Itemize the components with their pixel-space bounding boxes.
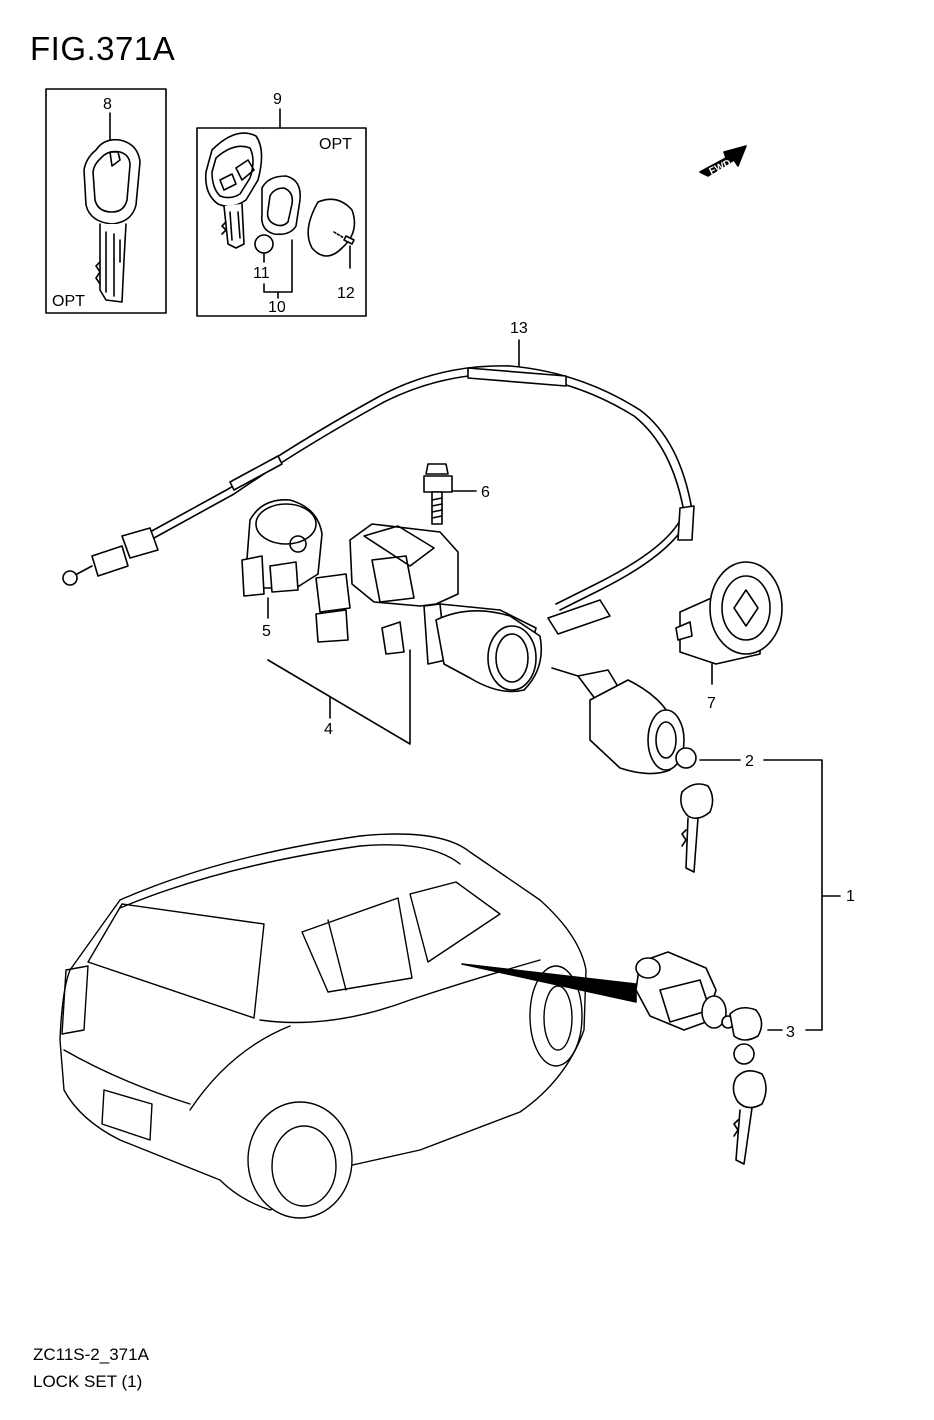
remote-case-icon bbox=[260, 175, 302, 236]
key-icon bbox=[83, 138, 141, 303]
cover-plate-icon bbox=[307, 198, 356, 257]
part-label-4: 4 bbox=[324, 721, 333, 738]
fwd-arrow-icon: FWD bbox=[699, 145, 747, 178]
part-label-13: 13 bbox=[510, 320, 528, 337]
opt-label-remote: OPT bbox=[319, 136, 352, 153]
bolt-icon bbox=[423, 463, 453, 525]
steering-lock-assembly: 6 5 4 bbox=[241, 463, 543, 745]
diagram-code: ZC11S-2_371A bbox=[33, 1345, 149, 1364]
key-box: 8 OPT bbox=[45, 88, 167, 314]
part-label-1: 1 bbox=[846, 888, 855, 905]
antenna-coil-icon bbox=[675, 561, 783, 665]
diagram-name: LOCK SET (1) bbox=[33, 1372, 143, 1391]
part-label-6: 6 bbox=[481, 484, 490, 501]
screw-icon bbox=[333, 231, 355, 245]
pointer-wedge bbox=[461, 963, 637, 1003]
fwd-label: FWD bbox=[708, 158, 733, 178]
battery-icon bbox=[254, 234, 274, 254]
part-label-11: 11 bbox=[253, 265, 270, 282]
figure-title: FIG.371A bbox=[30, 30, 176, 67]
ignition-switch-icon bbox=[241, 499, 323, 597]
part-label-8: 8 bbox=[103, 96, 112, 113]
part-label-2: 2 bbox=[745, 753, 754, 770]
remote-key-icon bbox=[204, 132, 263, 249]
part-label-7: 7 bbox=[707, 695, 716, 712]
remote-key-box: 9 OPT 11 10 12 bbox=[196, 91, 367, 317]
tailgate-lock-icon bbox=[635, 951, 767, 1165]
part-label-9: 9 bbox=[273, 91, 282, 108]
opt-label-key: OPT bbox=[52, 293, 85, 310]
cable-assembly: 13 bbox=[62, 320, 695, 635]
part-label-10: 10 bbox=[268, 299, 286, 316]
part-label-12: 12 bbox=[337, 285, 355, 302]
door-lock-cylinder-icon bbox=[551, 667, 714, 873]
car-outline-icon bbox=[59, 833, 587, 1219]
part-label-5: 5 bbox=[262, 623, 271, 640]
part-label-3: 3 bbox=[786, 1024, 795, 1041]
lock-body-icon bbox=[315, 523, 543, 693]
